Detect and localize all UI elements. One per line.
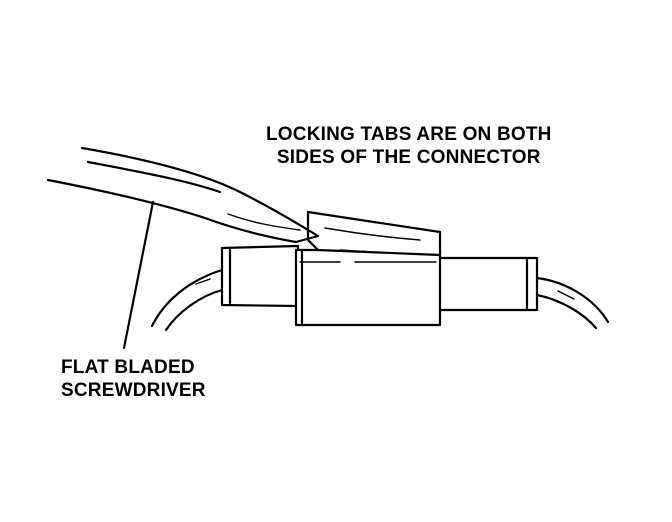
connector-sleeve (294, 248, 442, 327)
left-wire (150, 268, 224, 332)
locking-tabs-label-line1: LOCKING TABS ARE ON BOTH (266, 124, 552, 145)
screwdriver-label-line1: FLAT BLADED (61, 357, 195, 378)
locking-tabs-label-line2: SIDES OF THE CONNECTOR (276, 147, 541, 168)
screwdriver (46, 146, 320, 244)
screwdriver-label-line2: SCREWDRIVER (61, 380, 206, 401)
left-connector-half (220, 244, 300, 308)
screwdriver-callout: FLAT BLADED SCREWDRIVER (61, 356, 206, 402)
locking-tabs-callout: LOCKING TABS ARE ON BOTH SIDES OF THE CO… (266, 123, 552, 169)
screwdriver-leader-line (122, 200, 155, 350)
right-wire (535, 276, 610, 330)
locking-tab (306, 210, 442, 257)
right-connector-half (434, 256, 539, 312)
